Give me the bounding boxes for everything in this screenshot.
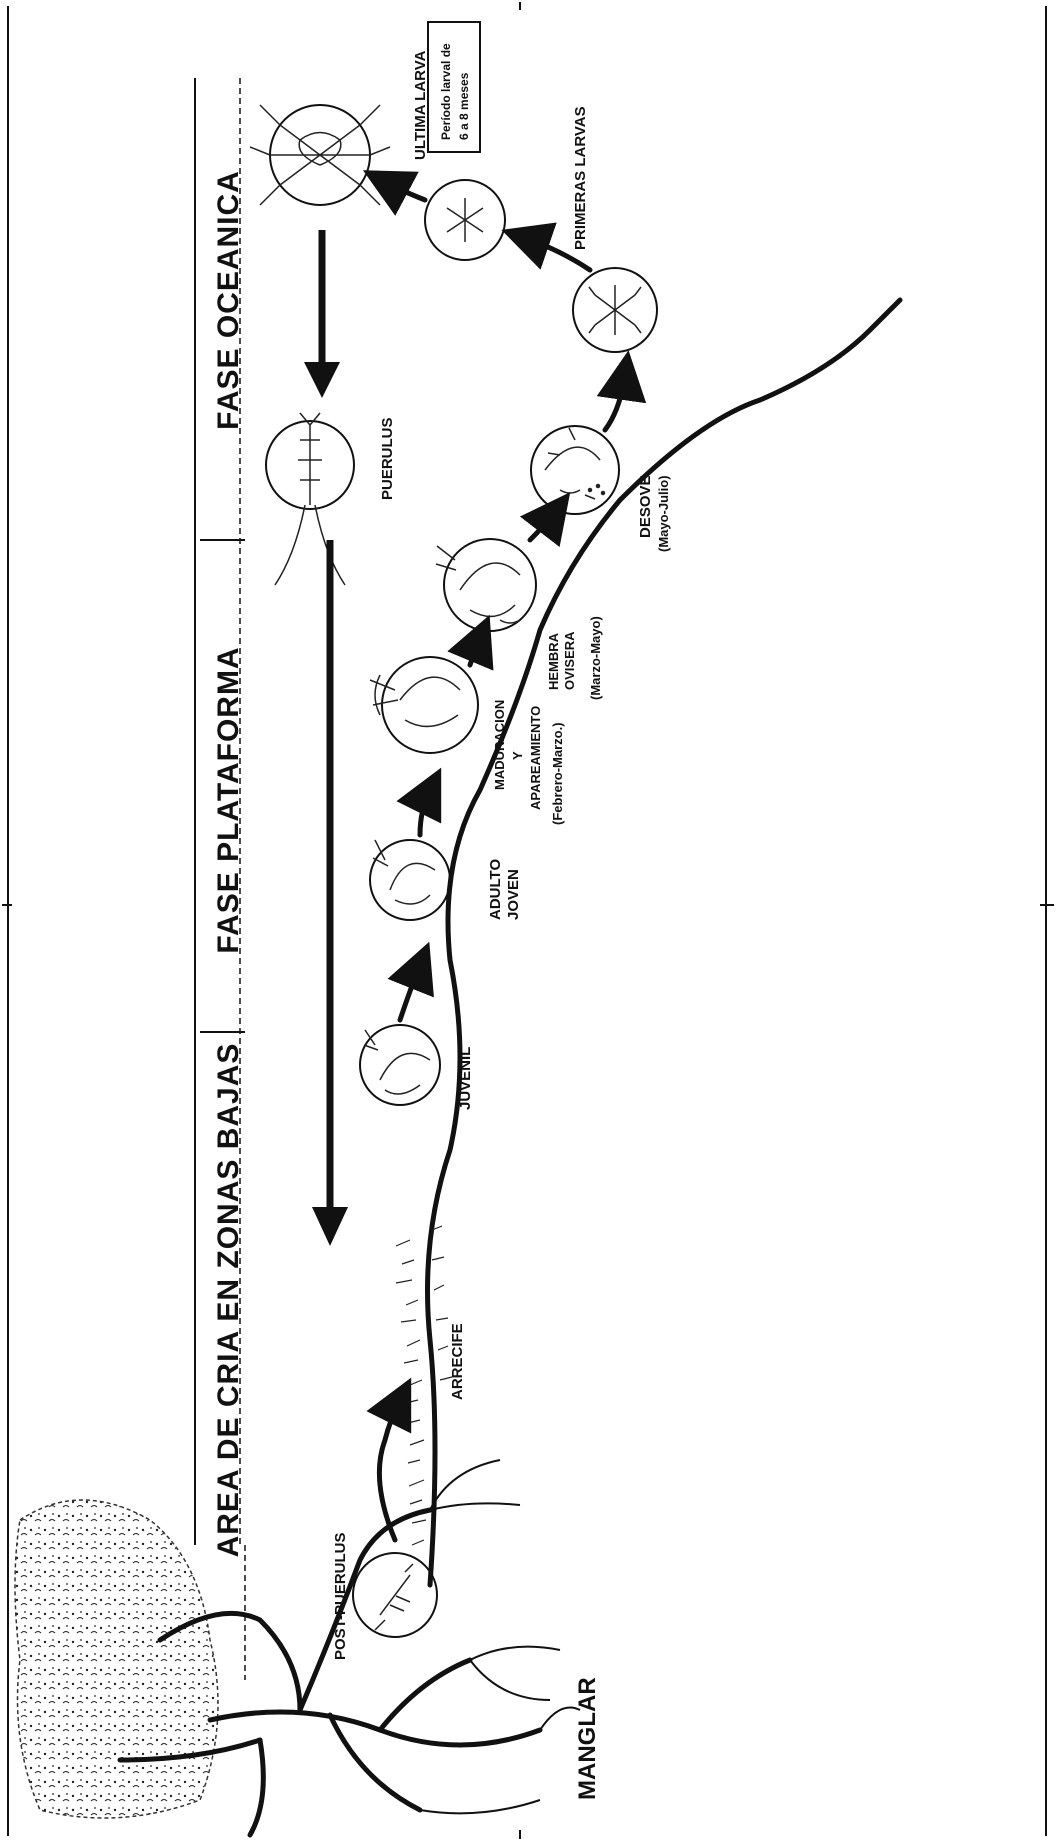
desove-label-2: (Mayo-Julio) <box>656 475 671 552</box>
primeras-larvas-label: PRIMERAS LARVAS <box>572 106 589 250</box>
maduracion-label-1: MADURACION <box>492 700 507 790</box>
ultima-larva-label: ULTIMA LARVA <box>412 50 429 160</box>
phase-plataforma-label: FASE PLATAFORMA <box>212 646 245 953</box>
arrow-hembra-to-desove <box>519 492 571 548</box>
larval-period-box <box>427 21 481 153</box>
maduracion-label-4: (Febrero-Marzo.) <box>550 722 565 825</box>
adulto-joven-label-2: JOVEN <box>505 869 522 920</box>
hembra-circle <box>443 538 537 632</box>
arrow-desove-to-primeras <box>596 350 647 433</box>
arrecife-label: ARRECIFE <box>449 1323 466 1400</box>
phase-oceanica-label: FASE OCEANICA <box>212 170 245 430</box>
hembra-label-2: OVISERA <box>562 631 577 690</box>
puerulus-circle <box>265 420 355 510</box>
juvenil-label: JUVENIL <box>457 1047 474 1110</box>
arrow-adulto-to-maduracion <box>396 767 442 838</box>
animal-sketches <box>249 104 642 1631</box>
hembra-label-1: HEMBRA <box>546 632 561 690</box>
manglar-label: MANGLAR <box>574 1677 601 1800</box>
arrow-postpuerulus-to-juvenil <box>366 1377 412 1543</box>
maduracion-label-2: Y <box>510 751 525 760</box>
maduracion-label-3: APAREAMIENTO <box>528 706 543 810</box>
flow-arrows <box>362 170 647 1543</box>
desove-circle <box>530 425 620 515</box>
maduracion-circle <box>381 656 479 754</box>
arrow-primeras-to-larva <box>501 222 593 273</box>
reef-texture <box>395 1225 453 1546</box>
post-puerulus-label: POST-PUERULUS <box>332 1532 349 1660</box>
phase-bands <box>194 78 246 1680</box>
adulto-joven-label-1: ADULTO <box>487 859 504 920</box>
larval-period-line1: Período larval de <box>439 43 453 140</box>
desove-label-1: DESOVE <box>637 475 654 538</box>
phase-area-cria-label: AREA DE CRIA EN ZONAS BAJAS <box>212 1043 245 1558</box>
adulto-joven-circle <box>369 839 451 921</box>
larva-small-circle <box>424 179 506 261</box>
migration-arrows <box>304 230 348 1246</box>
arrow-larva-to-ultima <box>362 170 428 216</box>
hembra-label-3: (Marzo-Mayo) <box>588 616 603 700</box>
puerulus-label: PUERULUS <box>379 417 396 500</box>
arrow-maduracion-to-hembra <box>447 614 494 671</box>
larval-period-line2: 6 a 8 meses <box>457 72 471 140</box>
post-puerulus-circle <box>352 1552 438 1638</box>
juvenil-circle <box>359 1024 441 1106</box>
sea-floor-curve <box>425 297 903 1588</box>
arrow-juvenil-to-adulto <box>387 941 434 1023</box>
mangrove-illustration <box>14 1459 581 1838</box>
